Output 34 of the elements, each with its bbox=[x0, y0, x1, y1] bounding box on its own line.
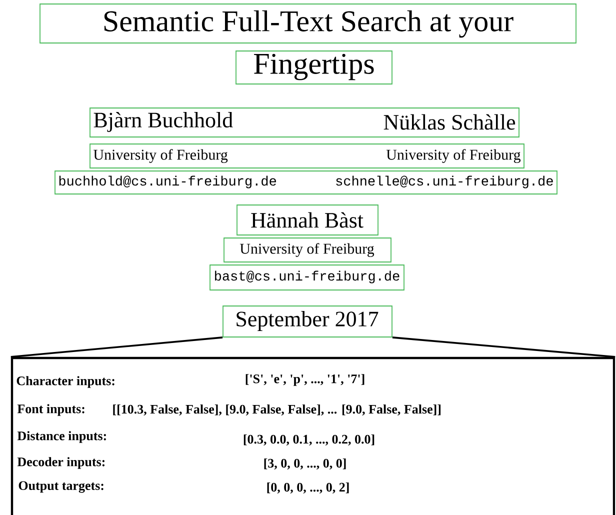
email-box bbox=[210, 264, 404, 290]
data-text: Distance inputs: bbox=[17, 431, 106, 443]
zoom-line bbox=[392, 336, 616, 358]
data-text: Character inputs: bbox=[16, 376, 114, 388]
data-text: [0, 0, 0, ..., 0, 2] bbox=[267, 482, 349, 494]
data-text: [[10.3, False, False], [9.0, False, False], ... [9.0, False, False]] bbox=[113, 404, 441, 416]
affiliation-box bbox=[224, 238, 392, 262]
date-text: September 2017 bbox=[236, 311, 378, 331]
author-box bbox=[236, 204, 378, 236]
date-box bbox=[222, 306, 392, 338]
data-text: [3, 0, 0, ..., 0, 0] bbox=[264, 458, 346, 470]
title-box bbox=[236, 50, 392, 84]
author-name: Bjàrn Buchhold bbox=[94, 112, 233, 132]
email-address: schnelle@cs.uni-freiburg.de bbox=[336, 176, 553, 188]
title-text: Semantic Full-Text Search at your bbox=[104, 10, 514, 38]
affiliation-text: University of Freiburg bbox=[386, 149, 521, 163]
affiliation-text: University of Freiburg bbox=[94, 149, 228, 163]
title-text: Fingertips bbox=[254, 54, 374, 80]
affiliation-box bbox=[90, 144, 524, 168]
data-text: ['S', 'e', 'p', ..., '1', '7'] bbox=[246, 374, 364, 386]
zoom-line bbox=[10, 336, 223, 358]
title-box bbox=[40, 4, 576, 44]
author-name: Nüklas Schàlle bbox=[384, 114, 516, 130]
email-address: bast@cs.uni-freiburg.de bbox=[215, 270, 400, 284]
zoom-box bbox=[10, 356, 616, 515]
author-box bbox=[90, 108, 520, 138]
author-name: Hännah Bàst bbox=[251, 212, 364, 228]
affiliation-text: University of Freiburg bbox=[240, 243, 374, 257]
email-box bbox=[54, 170, 558, 194]
data-text: Decoder inputs: bbox=[17, 457, 104, 469]
email-address: buchhold@cs.uni-freiburg.de bbox=[59, 176, 276, 188]
data-text: Output targets: bbox=[18, 481, 104, 493]
data-text: Font inputs: bbox=[17, 404, 84, 416]
data-text: [0.3, 0.0, 0.1, ..., 0.2, 0.0] bbox=[244, 434, 374, 446]
